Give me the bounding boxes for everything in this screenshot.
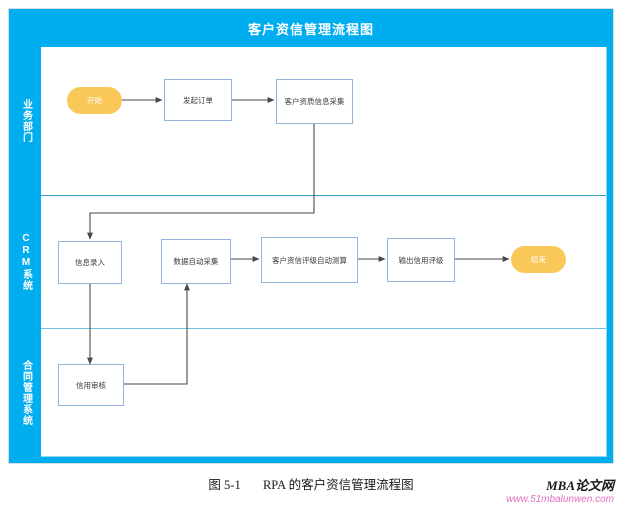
node-label: 数据自动采集	[173, 257, 219, 266]
watermark-brand: MBA论文网	[546, 478, 614, 493]
node-label: 客户资信评级自动测算	[272, 255, 347, 265]
flowchart-title-bar: 客户资信管理流程图	[9, 9, 613, 47]
node-label: 结束	[531, 255, 546, 264]
page-title: 客户资信管理流程图	[247, 21, 374, 37]
lane-label-contract-management-system: 合同管理系统	[17, 328, 35, 457]
lane-contract-management-system	[41, 328, 606, 457]
node-label: 客户资质信息采集	[284, 97, 345, 106]
watermark-url: www.51mbalunwen.com	[506, 494, 614, 506]
flowchart-figure: 客户资信管理流程图 业务部门 CRM系统 合同管理系统	[8, 8, 614, 464]
node-automatic-data-collection[interactable]: 数据自动采集	[161, 239, 231, 284]
lane-label-text: 业务部门	[20, 99, 32, 143]
lane-label-text: 合同管理系统	[20, 359, 32, 426]
lane-label-crm-system: CRM系统	[17, 195, 35, 328]
lane-label-business-department: 业务部门	[17, 47, 35, 195]
figure-caption: 图 5-1 RPA 的客户资信管理流程图	[0, 474, 622, 493]
node-end[interactable]: 结束	[511, 246, 566, 273]
node-label: 信用审核	[76, 380, 106, 390]
node-label: 信息录入	[75, 258, 105, 267]
node-credit-rating-calculation[interactable]: 客户资信评级自动测算	[261, 237, 358, 283]
watermark: MBA论文网 www.51mbalunwen.com	[506, 478, 614, 507]
node-initiate-order[interactable]: 发起订单	[164, 79, 232, 121]
node-customer-qualification-collection[interactable]: 客户资质信息采集	[276, 79, 353, 124]
node-output-credit-rating[interactable]: 输出信用评级	[387, 238, 455, 282]
figure-number: 图 5-1	[208, 478, 241, 492]
figure-caption-text: RPA 的客户资信管理流程图	[262, 478, 414, 492]
node-information-entry[interactable]: 信息录入	[58, 241, 122, 284]
lane-label-text: CRM系统	[20, 232, 32, 291]
lane-crm-system	[41, 195, 606, 328]
node-credit-review[interactable]: 信用审核	[58, 364, 124, 406]
node-label: 输出信用评级	[398, 255, 444, 265]
node-label: 发起订单	[183, 95, 213, 105]
node-label: 开始	[87, 96, 102, 105]
node-start[interactable]: 开始	[67, 87, 122, 114]
